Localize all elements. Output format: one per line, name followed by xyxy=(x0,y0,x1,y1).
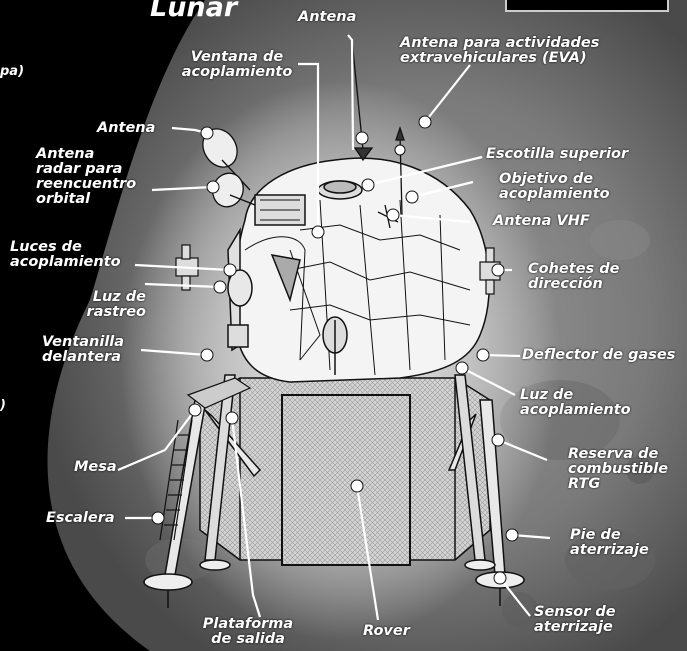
label-ventana-acoplamiento: Ventana de acoplamiento xyxy=(178,50,296,80)
edge-fragment: pa) xyxy=(0,64,24,79)
descent-stage xyxy=(200,378,490,565)
label-antena-top: Antena xyxy=(298,10,356,25)
label-antena-vhf: Antena VHF xyxy=(493,214,590,229)
label-objetivo-acoplamiento: Objetivo de acoplamiento xyxy=(499,172,610,202)
label-luces-acoplamiento: Luces de acoplamiento xyxy=(10,240,121,270)
label-antena-left: Antena xyxy=(97,121,155,136)
label-ventanilla-delantera: Ventanilla delantera xyxy=(42,335,124,365)
label-escotilla-superior: Escotilla superior xyxy=(486,147,628,162)
diagram-title: Lunar xyxy=(150,0,237,23)
label-reserva-combustible: Reserva de combustible RTG xyxy=(568,447,668,492)
label-plataforma-salida: Plataforma de salida xyxy=(196,617,300,647)
label-mesa: Mesa xyxy=(74,460,117,475)
ascent-stage xyxy=(228,158,489,382)
label-deflector-gases: Deflector de gases xyxy=(522,348,675,363)
label-rover: Rover xyxy=(363,624,410,639)
title-box-frame xyxy=(505,0,669,12)
label-pie-aterrizaje: Pie de aterrizaje xyxy=(570,528,649,558)
label-luz-rastreo: Luz de rastreo xyxy=(60,290,146,320)
edge-fragment: ) xyxy=(0,398,6,413)
label-luz-acoplamiento: Luz de acoplamiento xyxy=(520,388,631,418)
label-cohetes-direccion: Cohetes de dirección xyxy=(528,262,619,292)
label-escalera: Escalera xyxy=(46,511,115,526)
label-sensor-aterrizaje: Sensor de aterrizaje xyxy=(534,605,616,635)
label-antena-radar: Antena radar para reencuentro orbital xyxy=(36,147,136,207)
label-antena-eva: Antena para actividades extravehiculares… xyxy=(400,36,599,66)
